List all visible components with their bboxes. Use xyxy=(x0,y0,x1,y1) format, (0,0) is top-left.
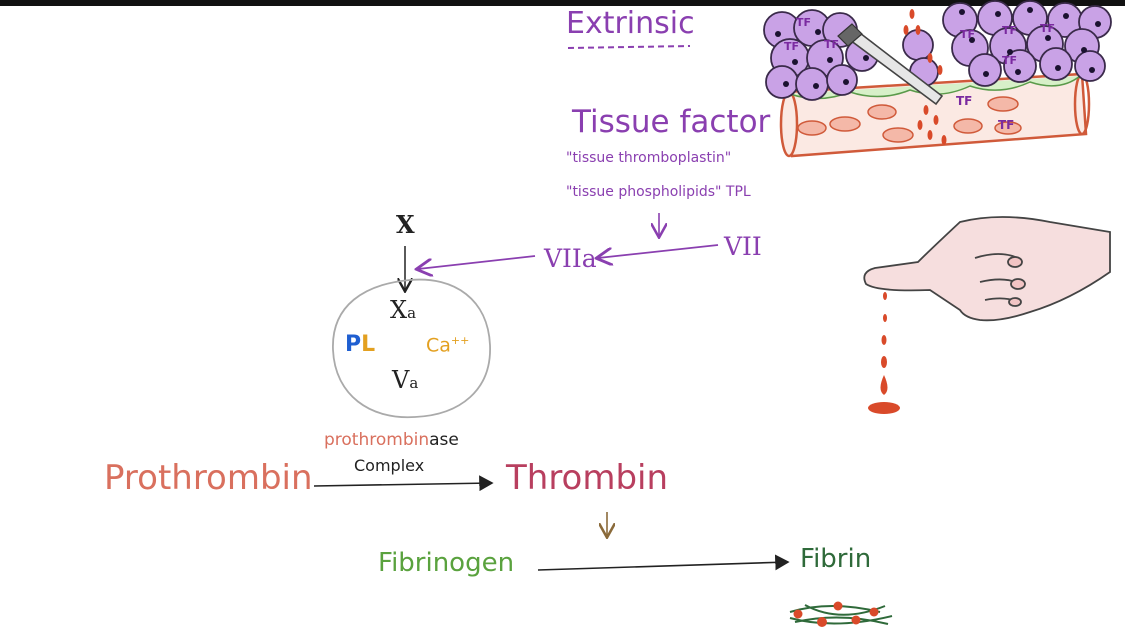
prothrombin-to-thrombin-arrow xyxy=(313,475,494,492)
tf-label: TF xyxy=(956,94,973,108)
pl-l: L xyxy=(361,332,376,357)
tf-label: TF xyxy=(1002,24,1018,37)
factor-x: X xyxy=(396,210,415,239)
extrinsic-underline xyxy=(567,45,691,49)
factor-va-sub: a xyxy=(409,374,419,392)
vii-to-viia-arrow xyxy=(598,244,719,258)
tf-label: TF xyxy=(998,118,1015,132)
fibrin-label: Fibrin xyxy=(800,544,872,574)
fibrinogen-label: Fibrinogen xyxy=(378,548,515,578)
finger-blood-drip xyxy=(868,292,900,414)
thrombin-label: Thrombin xyxy=(506,458,669,498)
prothrombin-label: Prothrombin xyxy=(104,458,313,498)
prothrombinase-colored: prothrombin xyxy=(324,430,430,450)
factor-viia: VIIa xyxy=(544,244,597,273)
tissue-vessel-illustration xyxy=(763,0,1112,158)
factor-xa-sub: a xyxy=(407,304,417,322)
tf-label: TF xyxy=(960,28,976,41)
viia-to-xa-arrow xyxy=(418,255,536,269)
prothrombinase-circle xyxy=(332,278,491,419)
extrinsic-title: Extrinsic xyxy=(566,6,695,41)
fibrinogen-to-fibrin-arrow xyxy=(537,554,790,571)
synonym-thromboplastin: "tissue thromboplastin" xyxy=(566,150,732,166)
factor-xa: Xa xyxy=(390,296,416,324)
factor-va-main: V xyxy=(392,366,410,394)
complex-label: Complex xyxy=(354,456,425,475)
calcium-main: Ca xyxy=(426,334,451,357)
calcium-label: Ca++ xyxy=(426,334,469,356)
factor-xa-main: X xyxy=(390,296,408,324)
tf-label: TF xyxy=(796,16,812,29)
hand-illustration xyxy=(863,216,1111,322)
tf-label: TF xyxy=(784,40,800,53)
prothrombinase-suffix: ase xyxy=(429,430,459,450)
prothrombinase-label: prothrombinase xyxy=(324,430,459,450)
tf-label: TF xyxy=(1002,54,1018,67)
synonym-phospholipids: "tissue phospholipids" TPL xyxy=(566,184,751,200)
top-edge-bar xyxy=(0,0,1125,6)
tf-label: TF xyxy=(824,38,840,51)
fibrin-mesh xyxy=(789,601,893,627)
phospholipid-label: PL xyxy=(345,332,375,357)
tf-label: TF xyxy=(1040,22,1056,35)
tissue-factor-label: Tissue factor xyxy=(572,104,771,140)
calcium-sup: ++ xyxy=(450,334,470,347)
factor-vii: VII xyxy=(724,232,762,261)
factor-va: Va xyxy=(392,366,418,394)
pl-p: P xyxy=(345,332,362,357)
